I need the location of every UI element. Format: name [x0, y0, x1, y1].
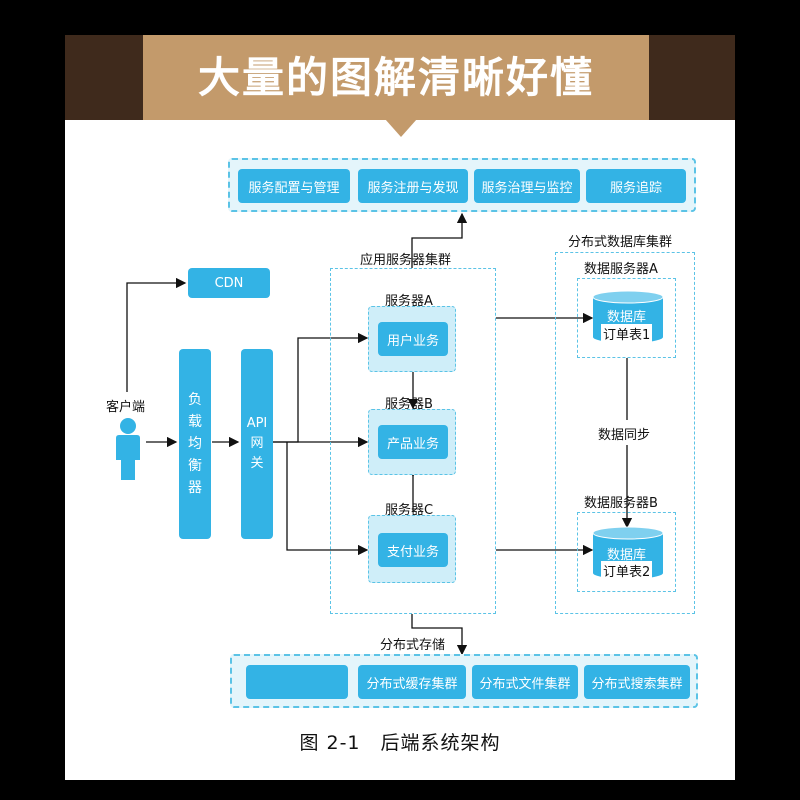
user-business-box: 用户业务 [378, 322, 448, 356]
service-config-box: 服务配置与管理 [238, 169, 350, 203]
db-cluster-title: 分布式数据库集群 [568, 235, 673, 250]
gw-char: 网 [250, 436, 264, 451]
server-c-label: 服务器C [385, 503, 434, 518]
db-server-a-label: 数据服务器A [584, 262, 658, 277]
db-server-b-label: 数据服务器B [584, 496, 658, 511]
db-server-b-panel [577, 512, 676, 592]
client-label: 客户端 [106, 400, 146, 415]
db-b-name: 数据库 [607, 548, 647, 563]
lb-char: 衡 [188, 458, 202, 474]
user-icon [116, 418, 140, 480]
service-tracing-box: 服务追踪 [586, 169, 686, 203]
file-cluster-box: 分布式文件集群 [472, 665, 578, 699]
db-b-table: 订单表2 [601, 561, 653, 580]
banner-notch [385, 119, 417, 137]
service-registry-box: 服务注册与发现 [358, 169, 468, 203]
db-cluster-boundary [555, 252, 695, 614]
banner-plate [143, 35, 649, 120]
lb-char: 器 [188, 480, 202, 496]
product-business-box: 产品业务 [378, 425, 448, 459]
banner-title: 大量的图解清晰好懂 [197, 53, 594, 102]
api-gateway-box: API 网 关 [241, 349, 273, 539]
lb-char: 均 [188, 436, 202, 452]
storage-title: 分布式存储 [380, 638, 446, 653]
lb-char: 负 [188, 392, 202, 408]
gw-text: API [246, 416, 268, 431]
service-governance-box: 服务治理与监控 [474, 169, 580, 203]
lb-char: 载 [188, 414, 202, 430]
figure-caption: 图 2-1 后端系统架构 [299, 732, 501, 754]
payment-business-box: 支付业务 [378, 533, 448, 567]
db-server-a-panel [577, 278, 676, 358]
db-a-table: 订单表1 [601, 324, 653, 343]
search-cluster-box: 分布式搜索集群 [584, 665, 690, 699]
gw-char: 关 [250, 456, 264, 471]
db-a-name: 数据库 [607, 310, 647, 325]
app-cluster-boundary [330, 268, 496, 614]
app-cluster-title: 应用服务器集群 [360, 253, 452, 268]
load-balancer-box: 负 载 均 衡 器 [179, 349, 211, 539]
server-b-label: 服务器B [385, 397, 433, 412]
storage-box-blank [246, 665, 348, 699]
db-sync-label: 数据同步 [598, 428, 651, 443]
cdn-box: CDN [188, 268, 270, 298]
server-a-label: 服务器A [385, 294, 433, 309]
cache-cluster-box: 分布式缓存集群 [358, 665, 466, 699]
